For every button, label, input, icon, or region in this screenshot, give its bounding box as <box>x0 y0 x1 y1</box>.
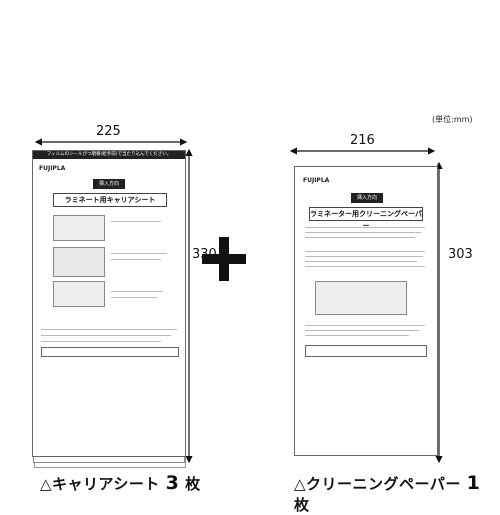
text-line <box>41 335 171 336</box>
text-line <box>305 266 425 267</box>
cleaning-brand-logo: FUJIPLA <box>303 177 330 184</box>
carrier-illustration-3 <box>53 281 105 307</box>
text-line <box>41 341 161 342</box>
carrier-caption-count: 3 <box>165 472 180 494</box>
text-line <box>305 237 415 238</box>
cleaning-height-label: 303 <box>448 247 473 262</box>
carrier-sheet-front: フィルムのシールがつ順番(絵手前)で当たり込んでください。 FUJIPLA 挿入… <box>32 150 186 457</box>
text-line <box>111 259 161 260</box>
cleaning-caption-count: 1 <box>466 472 481 494</box>
text-line <box>41 329 177 330</box>
carrier-header-band: フィルムのシールがつ順番(絵手前)で当たり込んでください。 <box>33 151 185 159</box>
carrier-illustration-1 <box>53 215 105 241</box>
carrier-caption: △キャリアシート 3 枚 <box>40 472 201 494</box>
text-line <box>305 335 409 336</box>
text-line <box>111 291 163 292</box>
text-line <box>305 227 425 228</box>
text-line <box>305 261 417 262</box>
cleaning-caption-text: △クリーニングペーパー <box>294 475 461 493</box>
carrier-warning-box <box>41 347 179 357</box>
cleaning-caption: △クリーニングペーパー 1 枚 <box>294 472 500 515</box>
text-line <box>305 256 423 257</box>
text-line <box>305 232 421 233</box>
carrier-illustration-2 <box>53 247 105 277</box>
carrier-brand-logo: FUJIPLA <box>39 165 66 172</box>
cleaning-title: ラミネーター用クリーニングペーパー <box>309 207 423 230</box>
cleaning-paper-sheet: FUJIPLA 挿入方向 ラミネーター用クリーニングペーパー <box>294 166 438 456</box>
cleaning-width-label: 216 <box>350 133 375 148</box>
cleaning-insert-direction-tab: 挿入方向 <box>351 193 383 203</box>
carrier-width-label: 225 <box>96 124 121 139</box>
dimension-lines <box>34 138 443 464</box>
cleaning-warning-box <box>305 345 427 357</box>
cleaning-illustration <box>315 281 407 315</box>
carrier-caption-unit: 枚 <box>185 475 201 493</box>
carrier-caption-text: △キャリアシート <box>40 475 160 493</box>
unit-label: (単位:mm) <box>432 115 473 124</box>
text-line <box>305 330 419 331</box>
text-line <box>305 251 425 252</box>
plus-icon <box>202 237 246 281</box>
text-line <box>111 297 157 298</box>
text-line <box>111 253 167 254</box>
carrier-insert-direction-tab: 挿入方向 <box>93 179 125 189</box>
cleaning-caption-unit: 枚 <box>294 496 310 514</box>
text-line <box>305 325 425 326</box>
carrier-title: ラミネート用キャリアシート <box>53 193 167 207</box>
text-line <box>111 221 161 222</box>
